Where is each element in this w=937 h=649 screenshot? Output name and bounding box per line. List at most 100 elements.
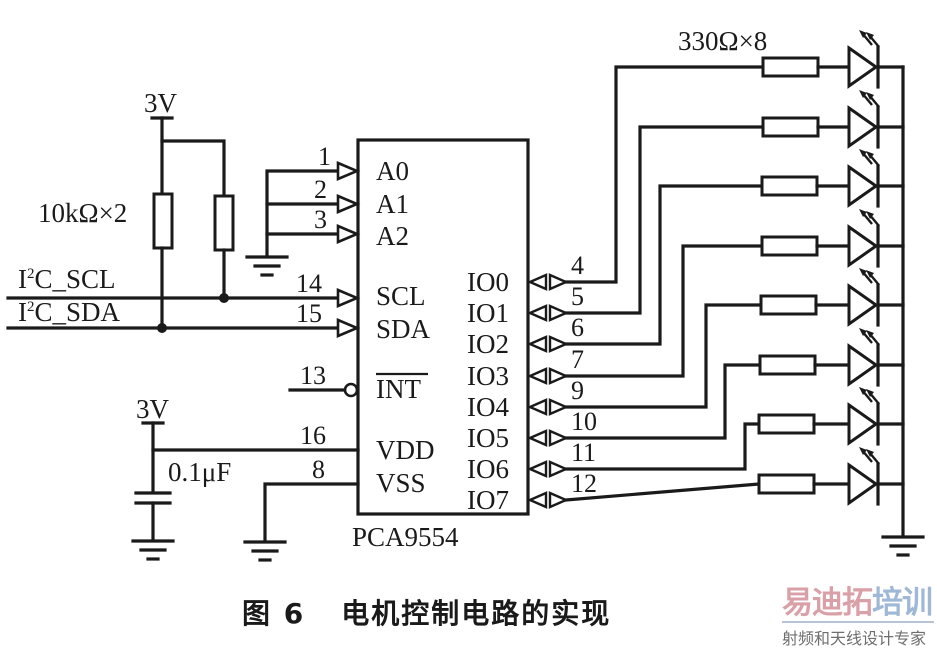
pin-number: 4 — [571, 251, 584, 280]
bidir-arrow-icon — [548, 273, 569, 291]
vss-line — [263, 482, 360, 543]
pin-number: 12 — [571, 469, 597, 498]
bidir-arrow-icon — [527, 398, 548, 416]
bidir-arrow-icon — [548, 398, 569, 416]
pullup-resistor-scl — [213, 194, 235, 252]
bidir-arrow-icon — [527, 429, 548, 447]
sda-junction-dot — [157, 323, 167, 333]
input-arrow-icon — [336, 288, 361, 308]
pin-number: 10 — [571, 407, 597, 436]
pin-name-io2: IO2 — [467, 329, 509, 359]
pin-number: 2 — [314, 175, 327, 204]
led-row — [758, 328, 905, 387]
pin-name-io5: IO5 — [467, 423, 509, 453]
led-resistor — [760, 175, 819, 197]
bidir-arrow-icon — [548, 429, 569, 447]
pin-number: 6 — [571, 313, 584, 342]
pin-name-scl: SCL — [376, 281, 426, 311]
address-ground — [245, 169, 340, 277]
bidir-arrow-icon — [548, 335, 569, 353]
i2c-bus: I2C_SCL I2C_SDA — [6, 264, 340, 333]
bidir-arrow-icon — [548, 304, 569, 322]
led-row — [760, 149, 905, 208]
pin-number: 8 — [312, 455, 325, 484]
led-resistor — [759, 294, 818, 316]
watermark-divider — [782, 621, 934, 623]
pin-number: 7 — [571, 345, 584, 374]
figure-title: 电机控制电路的实现 — [341, 597, 612, 630]
pin-number: 1 — [318, 142, 331, 171]
led-icon — [847, 149, 880, 208]
pin-name-io3: IO3 — [467, 361, 509, 391]
led-resistor — [757, 473, 816, 495]
input-arrow-icon — [336, 224, 361, 244]
figure-number: 图 6 — [242, 597, 306, 630]
watermark-logo: 易迪拓培训 射频和天线设计专家 — [782, 586, 934, 649]
ground-icon — [243, 540, 287, 562]
pin-name-a2: A2 — [376, 221, 409, 251]
watermark-tagline: 射频和天线设计专家 — [782, 629, 927, 648]
pullup-resistor-label: 10kΩ×2 — [38, 198, 127, 228]
ground-icon — [131, 539, 175, 561]
ground-icon — [245, 255, 289, 277]
led-icon — [847, 387, 880, 446]
pin-number: 16 — [300, 421, 326, 450]
bidir-arrow-icon — [527, 460, 548, 478]
bidir-arrow-icon — [548, 460, 569, 478]
led-icon — [847, 447, 880, 506]
sda-signal-label: I2C_SDA — [18, 297, 121, 327]
pin-number: 3 — [314, 205, 327, 234]
pullup-resistor-sda — [152, 192, 174, 250]
io-trace — [564, 303, 763, 409]
pin-name-io1: IO1 — [467, 298, 509, 328]
io-trace — [564, 184, 764, 346]
led-row — [757, 447, 905, 506]
led-row — [759, 268, 905, 327]
led-row — [757, 387, 905, 446]
int-pin — [288, 382, 359, 398]
io-trace — [564, 482, 761, 502]
pin-number: 11 — [571, 438, 596, 467]
pullup-network: 3V 10kΩ×2 — [38, 88, 235, 330]
bidir-arrow-icon — [527, 273, 548, 291]
bidir-arrow-icon — [527, 304, 548, 322]
led-resistor-label: 330Ω×8 — [678, 26, 767, 56]
pin-number: 13 — [300, 361, 326, 390]
scl-signal-label: I2C_SCL — [18, 264, 116, 294]
io-trace — [564, 125, 765, 315]
led-common-rail — [881, 65, 925, 557]
pin-name-vss: VSS — [376, 468, 426, 498]
led-icon — [847, 328, 880, 387]
pin-name-io7: IO7 — [467, 485, 509, 515]
bidir-arrow-icon — [527, 491, 548, 509]
input-arrow-icon — [336, 318, 361, 338]
led-resistor — [760, 235, 819, 257]
led-icon — [847, 30, 880, 89]
pin-name-vdd: VDD — [376, 435, 435, 465]
supply-label-bottom: 3V — [136, 394, 170, 424]
pin-name-io4: IO4 — [467, 392, 509, 422]
capacitor-label: 0.1μF — [168, 457, 231, 487]
pin-number: 5 — [571, 282, 584, 311]
led-icon — [847, 90, 880, 149]
led-resistor — [757, 413, 816, 435]
figure-caption: 图 6 电机控制电路的实现 — [242, 592, 611, 632]
led-row — [761, 90, 905, 149]
io-trace — [564, 363, 762, 440]
io-trace — [564, 244, 764, 378]
inverted-bubble-icon — [343, 382, 359, 398]
led-row — [760, 209, 905, 268]
pin-number: 14 — [296, 269, 322, 298]
watermark-brand-part1: 易迪拓 — [782, 585, 873, 621]
led-icon — [847, 209, 880, 268]
supply-label-top: 3V — [144, 88, 178, 118]
input-arrow-icon — [336, 194, 361, 214]
pin-name-int: INT — [376, 374, 421, 404]
chip-body — [356, 138, 530, 516]
led-row — [761, 30, 905, 89]
pin-name-io0: IO0 — [467, 267, 509, 297]
bidir-arrow-icon — [527, 367, 548, 385]
pin-name-a1: A1 — [376, 189, 409, 219]
